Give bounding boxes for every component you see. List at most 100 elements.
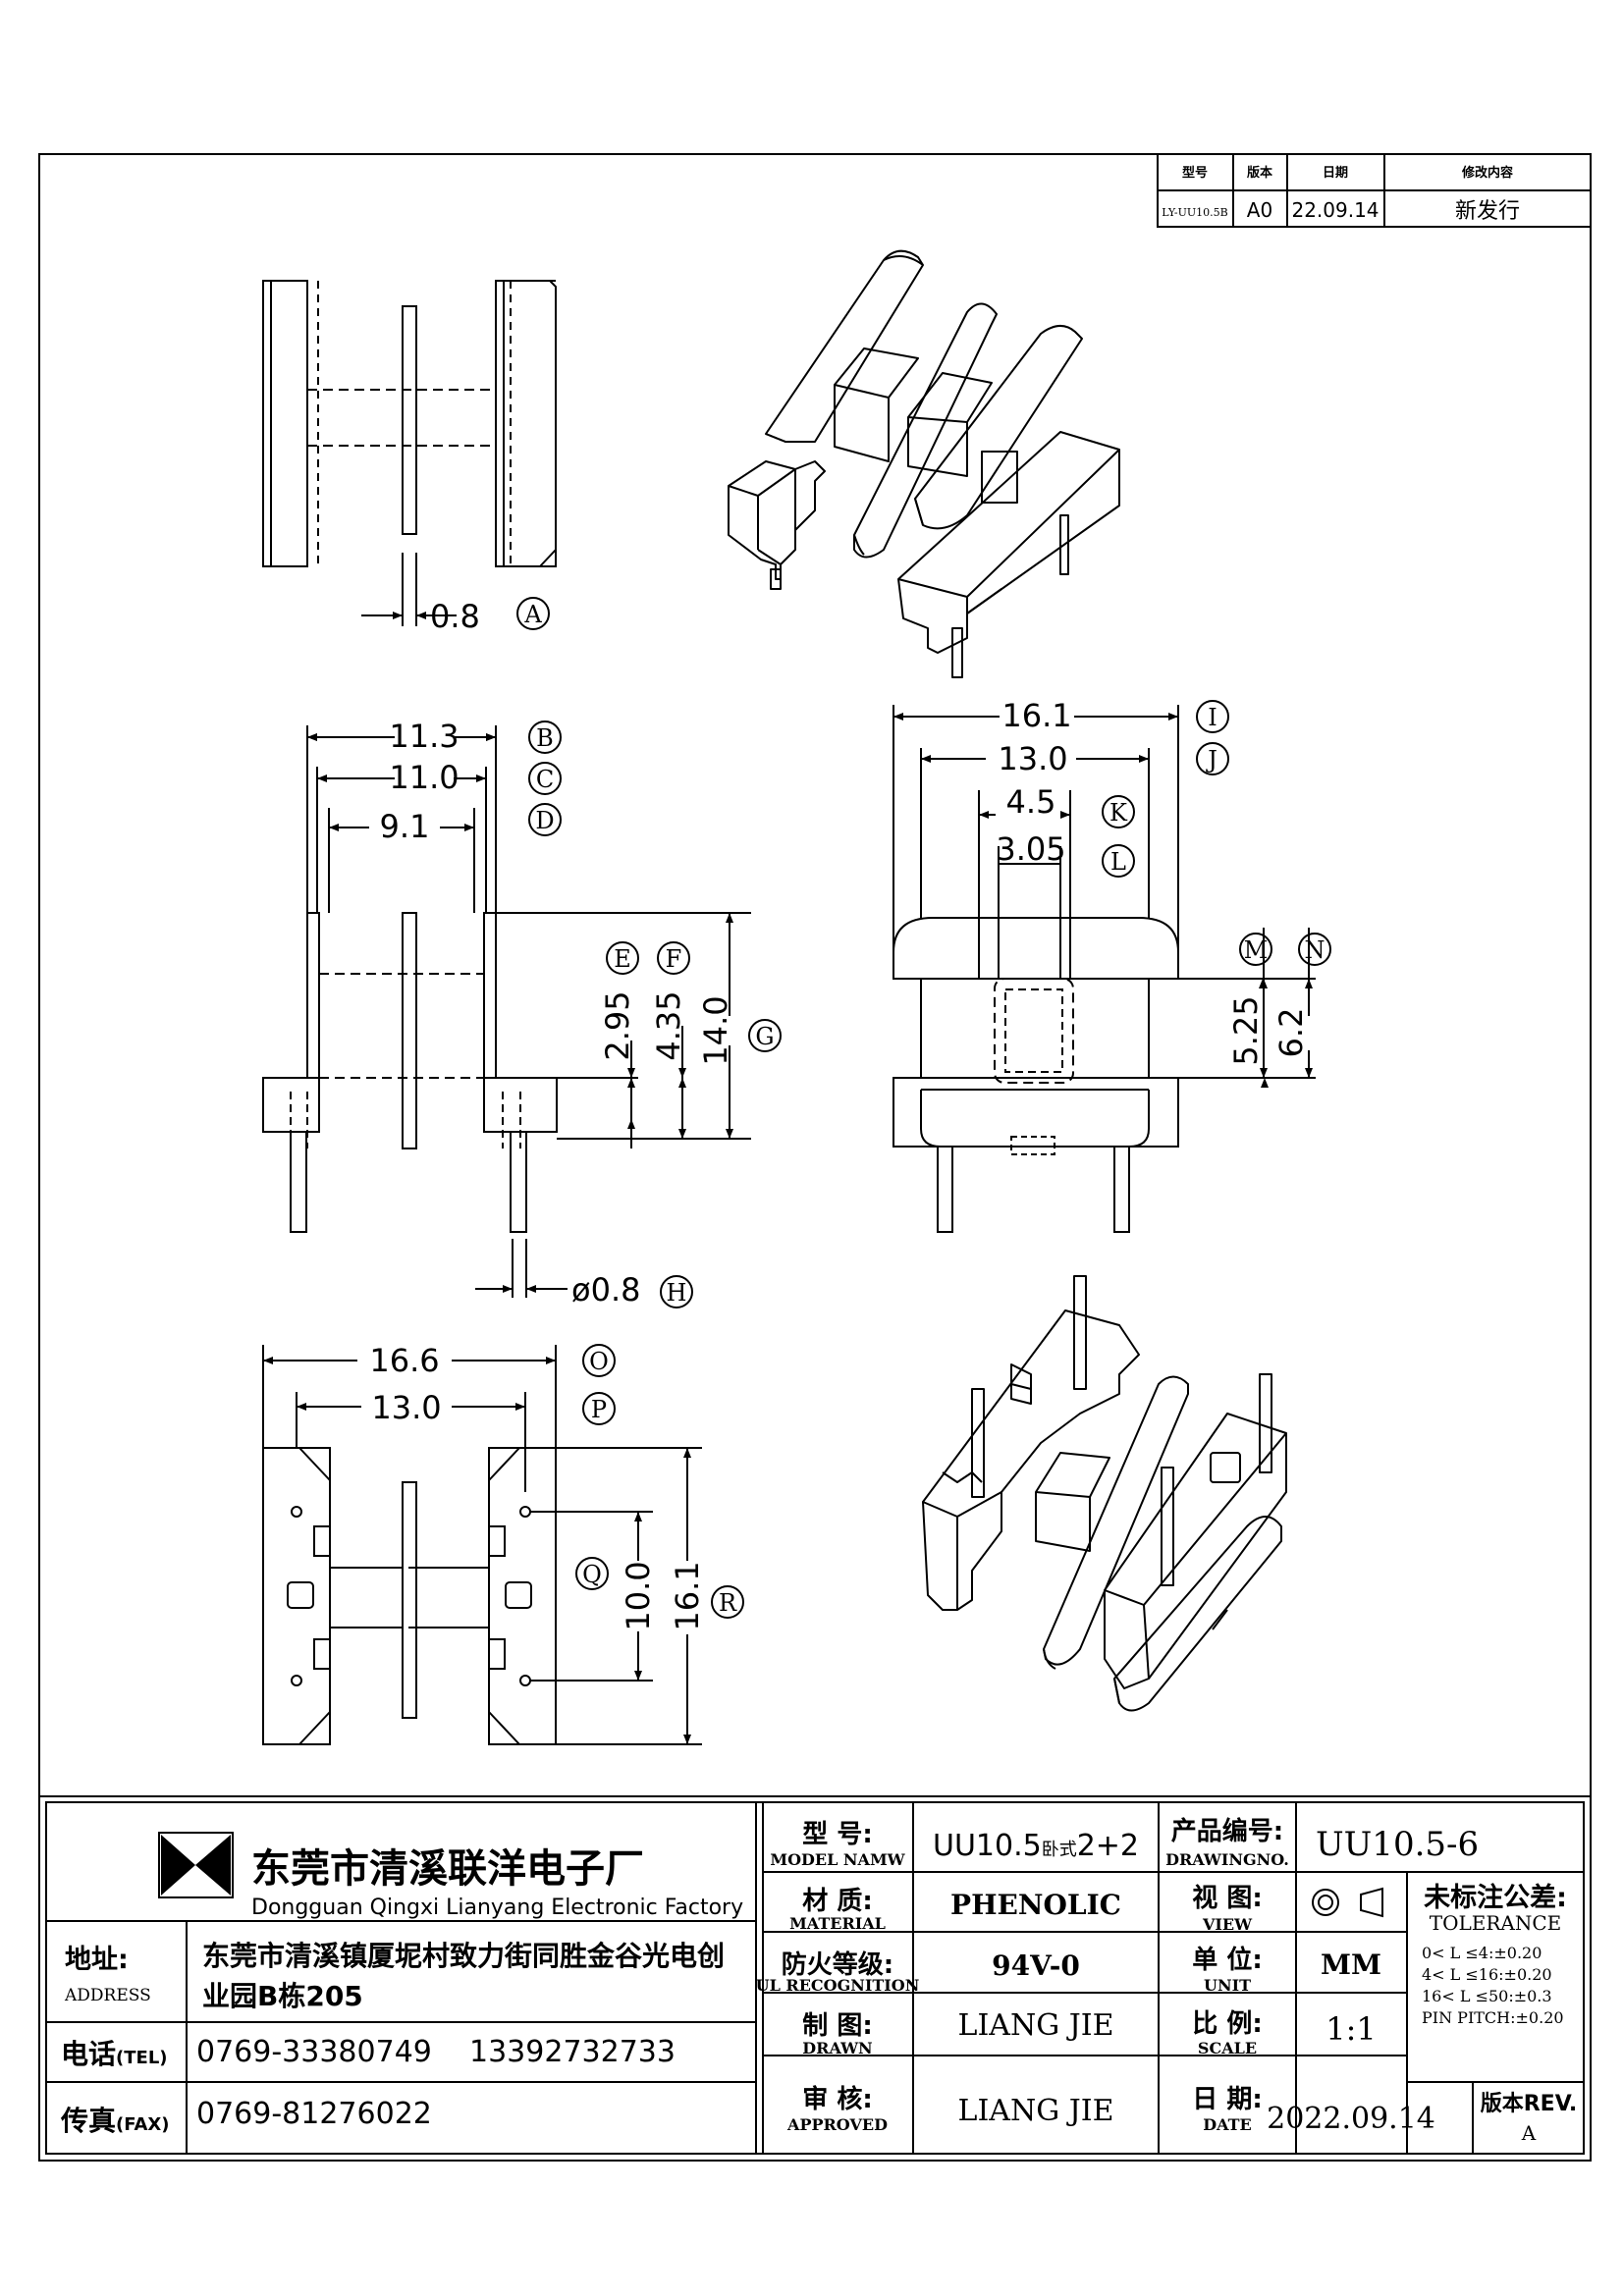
dim-k-value: 4.5 [1006, 783, 1056, 821]
top-view [262, 280, 557, 626]
dim-a-balloon: A [516, 597, 550, 630]
dim-q-balloon: Q [575, 1557, 609, 1590]
rev-version: A0 [1247, 198, 1272, 222]
svg-text:M: M [1244, 936, 1269, 964]
drawn-value: LIANG JIE [958, 2008, 1114, 2043]
rev-header-change: 修改内容 [1461, 165, 1513, 181]
svg-text:R: R [719, 1589, 737, 1617]
tel-label: 电话(TEL) [61, 2038, 168, 2070]
dim-j-balloon: J [1196, 742, 1229, 775]
dim-p-value: 13.0 [371, 1389, 441, 1426]
dim-g-value: 14.0 [697, 995, 734, 1065]
dim-h-value: ø0.8 [571, 1271, 640, 1308]
model-value: UU10.5卧式2+2 [933, 1829, 1139, 1863]
dim-l-balloon: L [1102, 844, 1135, 878]
rev-header-date: 日期 [1323, 166, 1348, 181]
approved-label-en: APPROVED [786, 2115, 888, 2134]
date-value: 2022.09.14 [1267, 2102, 1435, 2136]
approved-label: 审 核: [802, 2084, 872, 2114]
tolerance-line-3: 16< L ≤50:±0.3 [1422, 1987, 1552, 2005]
rev-model: LY-UU10.5B [1162, 206, 1228, 219]
dim-r-value: 16.1 [669, 1561, 706, 1630]
isometric-view-bottom [922, 1275, 1287, 1712]
address-value-line1: 东莞市清溪镇厦坭村致力街同胜金谷光电创 [202, 1940, 725, 1972]
dim-m-balloon: M [1239, 933, 1272, 966]
svg-text:P: P [591, 1396, 607, 1423]
dim-p-balloon: P [582, 1392, 616, 1425]
dim-m-value: 5.25 [1227, 995, 1265, 1065]
svg-text:I: I [1208, 704, 1217, 731]
dim-n-balloon: N [1298, 933, 1331, 966]
scale-value: 1:1 [1325, 2010, 1377, 2048]
drawn-label-en: DRAWN [802, 2039, 872, 2057]
view-label-en: VIEW [1202, 1915, 1253, 1934]
dim-o-balloon: O [582, 1344, 616, 1377]
rev-date: 22.09.14 [1291, 198, 1379, 222]
unit-label: 单 位: [1192, 1945, 1262, 1975]
rev-header-model: 型号 [1182, 165, 1208, 181]
drawing-no-label-en: DRAWINGNO. [1165, 1850, 1289, 1869]
dim-r-balloon: R [711, 1585, 744, 1619]
svg-text:F: F [666, 945, 682, 973]
svg-text:H: H [667, 1279, 687, 1307]
address-value-line2: 业园B栋205 [202, 1980, 363, 2012]
svg-text:E: E [614, 945, 631, 973]
isometric-view-top [728, 249, 1120, 678]
svg-text:G: G [755, 1023, 774, 1050]
drawn-label: 制 图: [802, 2011, 872, 2041]
tolerance-line-2: 4< L ≤16:±0.20 [1422, 1965, 1552, 1984]
tolerance-line-4: PIN PITCH:±0.20 [1422, 2008, 1564, 2027]
company-logo [158, 1832, 234, 1898]
dim-n-value: 6.2 [1272, 1008, 1310, 1058]
svg-text:B: B [536, 724, 554, 752]
date-label: 日 期: [1192, 2085, 1262, 2114]
ul-label-en: UL RECOGNITION [756, 1976, 920, 1995]
dim-c-balloon: C [528, 762, 562, 795]
dim-i-value: 16.1 [1001, 697, 1071, 734]
fax-value: 0769-81276022 [196, 2097, 432, 2131]
drawing-no-label: 产品编号: [1171, 1816, 1283, 1846]
material-label: 材 质: [802, 1887, 872, 1916]
svg-text:Q: Q [582, 1561, 602, 1588]
ul-value: 94V-0 [992, 1949, 1080, 1982]
rev-label: 版本REV. [1481, 2092, 1578, 2116]
dim-f-value: 4.35 [650, 990, 687, 1060]
scale-label: 比 例: [1192, 2009, 1262, 2039]
ul-label: 防火等级: [782, 1949, 893, 1980]
dim-g-balloon: G [748, 1019, 782, 1052]
svg-text:O: O [589, 1348, 609, 1375]
rev-value: A [1521, 2121, 1537, 2145]
unit-label-en: UNIT [1204, 1976, 1251, 1995]
svg-text:D: D [535, 807, 554, 834]
svg-text:N: N [1305, 936, 1325, 964]
tolerance-line-1: 0< L ≤4:±0.20 [1422, 1944, 1542, 1962]
tolerance-title: 未标注公差: [1424, 1882, 1567, 1913]
dim-j-value: 13.0 [998, 740, 1067, 777]
dim-b-balloon: B [528, 721, 562, 754]
address-label-en: ADDRESS [64, 1986, 151, 2005]
svg-text:A: A [523, 601, 542, 628]
company-name-cn: 东莞市清溪联洋电子厂 [251, 1846, 644, 1892]
dim-e-value: 2.95 [599, 990, 636, 1060]
dim-k-balloon: K [1102, 795, 1135, 828]
svg-text:C: C [536, 766, 554, 793]
dim-b-value: 11.3 [389, 718, 459, 755]
model-label: 型 号: [802, 1820, 872, 1849]
front-view [262, 725, 751, 1298]
dim-l-value: 3.05 [996, 830, 1065, 868]
svg-text:K: K [1109, 799, 1128, 827]
fax-label: 传真(FAX) [60, 2105, 170, 2137]
side-view [893, 705, 1316, 1233]
model-label-en: MODEL NAMW [770, 1850, 905, 1869]
rev-change: 新发行 [1455, 199, 1520, 224]
drawing-no-value: UU10.5-6 [1316, 1825, 1479, 1864]
scale-label-en: SCALE [1198, 2039, 1257, 2057]
dim-h-balloon: H [660, 1275, 693, 1308]
rev-header-version: 版本 [1247, 165, 1272, 181]
approved-value: LIANG JIE [958, 2094, 1114, 2128]
dim-q-value: 10.0 [620, 1561, 657, 1630]
tel-value: 0769-33380749 13392732733 [196, 2035, 676, 2069]
projection-symbol-icon [1312, 1887, 1383, 1918]
title-block-frame [38, 1795, 1592, 2162]
